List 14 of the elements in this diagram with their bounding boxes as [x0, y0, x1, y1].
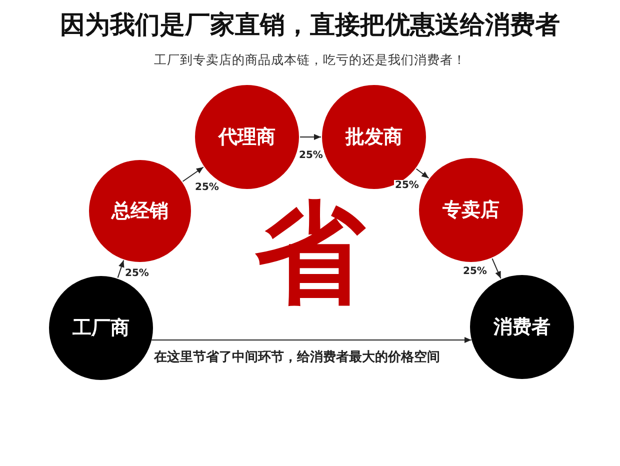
subtitle: 工厂到专卖店的商品成本链，吃亏的还是我们消费者！: [153, 52, 467, 69]
arrow: [300, 134, 322, 140]
arrow: [416, 168, 430, 179]
circle-node: 工厂商: [49, 276, 153, 380]
circle-node: 总经销: [89, 160, 191, 262]
arrow: [492, 258, 502, 279]
title: 因为我们是厂家直销，直接把优惠送给消费者: [59, 9, 561, 41]
arrow: [151, 337, 472, 343]
large-character: 省: [255, 198, 365, 308]
arrow: [182, 166, 204, 182]
circle-node: 专卖店: [419, 158, 523, 262]
arrow: [117, 260, 124, 278]
circle-node: 消费者: [470, 275, 574, 379]
edge-label: 在这里节省了中间环节，给消费者最大的价格空间: [153, 350, 441, 366]
